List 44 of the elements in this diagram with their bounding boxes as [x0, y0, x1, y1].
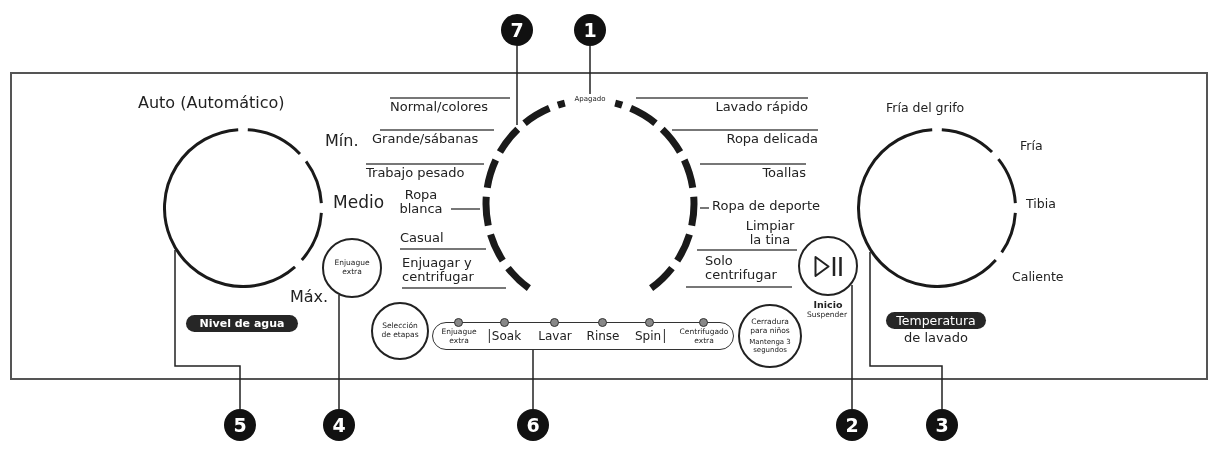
program-label: Grande/sábanas	[372, 132, 479, 146]
leader-line	[338, 294, 340, 410]
leader-line	[532, 349, 534, 410]
leader-line	[174, 249, 241, 410]
callout-number: 1	[574, 14, 606, 46]
program-label: Enjuagar y centrifugar	[402, 256, 475, 284]
setting-label: Fría del grifo	[886, 101, 965, 115]
stage-label: Lavar	[538, 329, 572, 343]
setting-label: Auto (Automático)	[138, 96, 285, 110]
rotary-knob	[163, 128, 323, 288]
panel-button	[738, 304, 802, 368]
setting-label: Caliente	[1012, 270, 1064, 284]
leader-line	[589, 45, 591, 95]
setting-label: Mín.	[325, 134, 359, 148]
program-label: Ropa de deporte	[712, 199, 821, 213]
program-label: Casual	[400, 231, 444, 245]
leader-line	[516, 45, 518, 126]
callout-number: 6	[517, 409, 549, 441]
program-label: Ropa blanca	[398, 188, 444, 216]
callout-number: 3	[926, 409, 958, 441]
stage-label: Soak	[488, 329, 522, 343]
button-caption: Inicio	[812, 298, 844, 311]
start-pause-button	[798, 236, 858, 296]
setting-label: Medio	[333, 195, 385, 209]
program-label: Limpiar la tina	[744, 219, 796, 247]
program-label: Normal/colores	[390, 100, 488, 114]
setting-label: Tibia	[1026, 197, 1056, 211]
program-label: Solo centrifugar	[705, 254, 778, 282]
stage-label: Rinse	[586, 329, 620, 343]
callout-number: 5	[224, 409, 256, 441]
program-label: Toallas	[762, 166, 806, 180]
stage-label: Spin	[634, 329, 666, 343]
dial-title: Temperatura	[886, 312, 986, 329]
program-label: Ropa delicada	[726, 132, 818, 146]
program-label: Lavado rápido	[715, 100, 808, 114]
leader-line	[869, 251, 943, 410]
callout-number: 2	[836, 409, 868, 441]
setting-label: Fría	[1020, 139, 1043, 153]
leader-line	[851, 284, 853, 410]
callout-number: 4	[323, 409, 355, 441]
callout-number: 7	[501, 14, 533, 46]
dial-title: de lavado	[904, 329, 968, 346]
dial-title: Nivel de agua	[186, 315, 298, 332]
program-label: Trabajo pesado	[366, 166, 465, 180]
